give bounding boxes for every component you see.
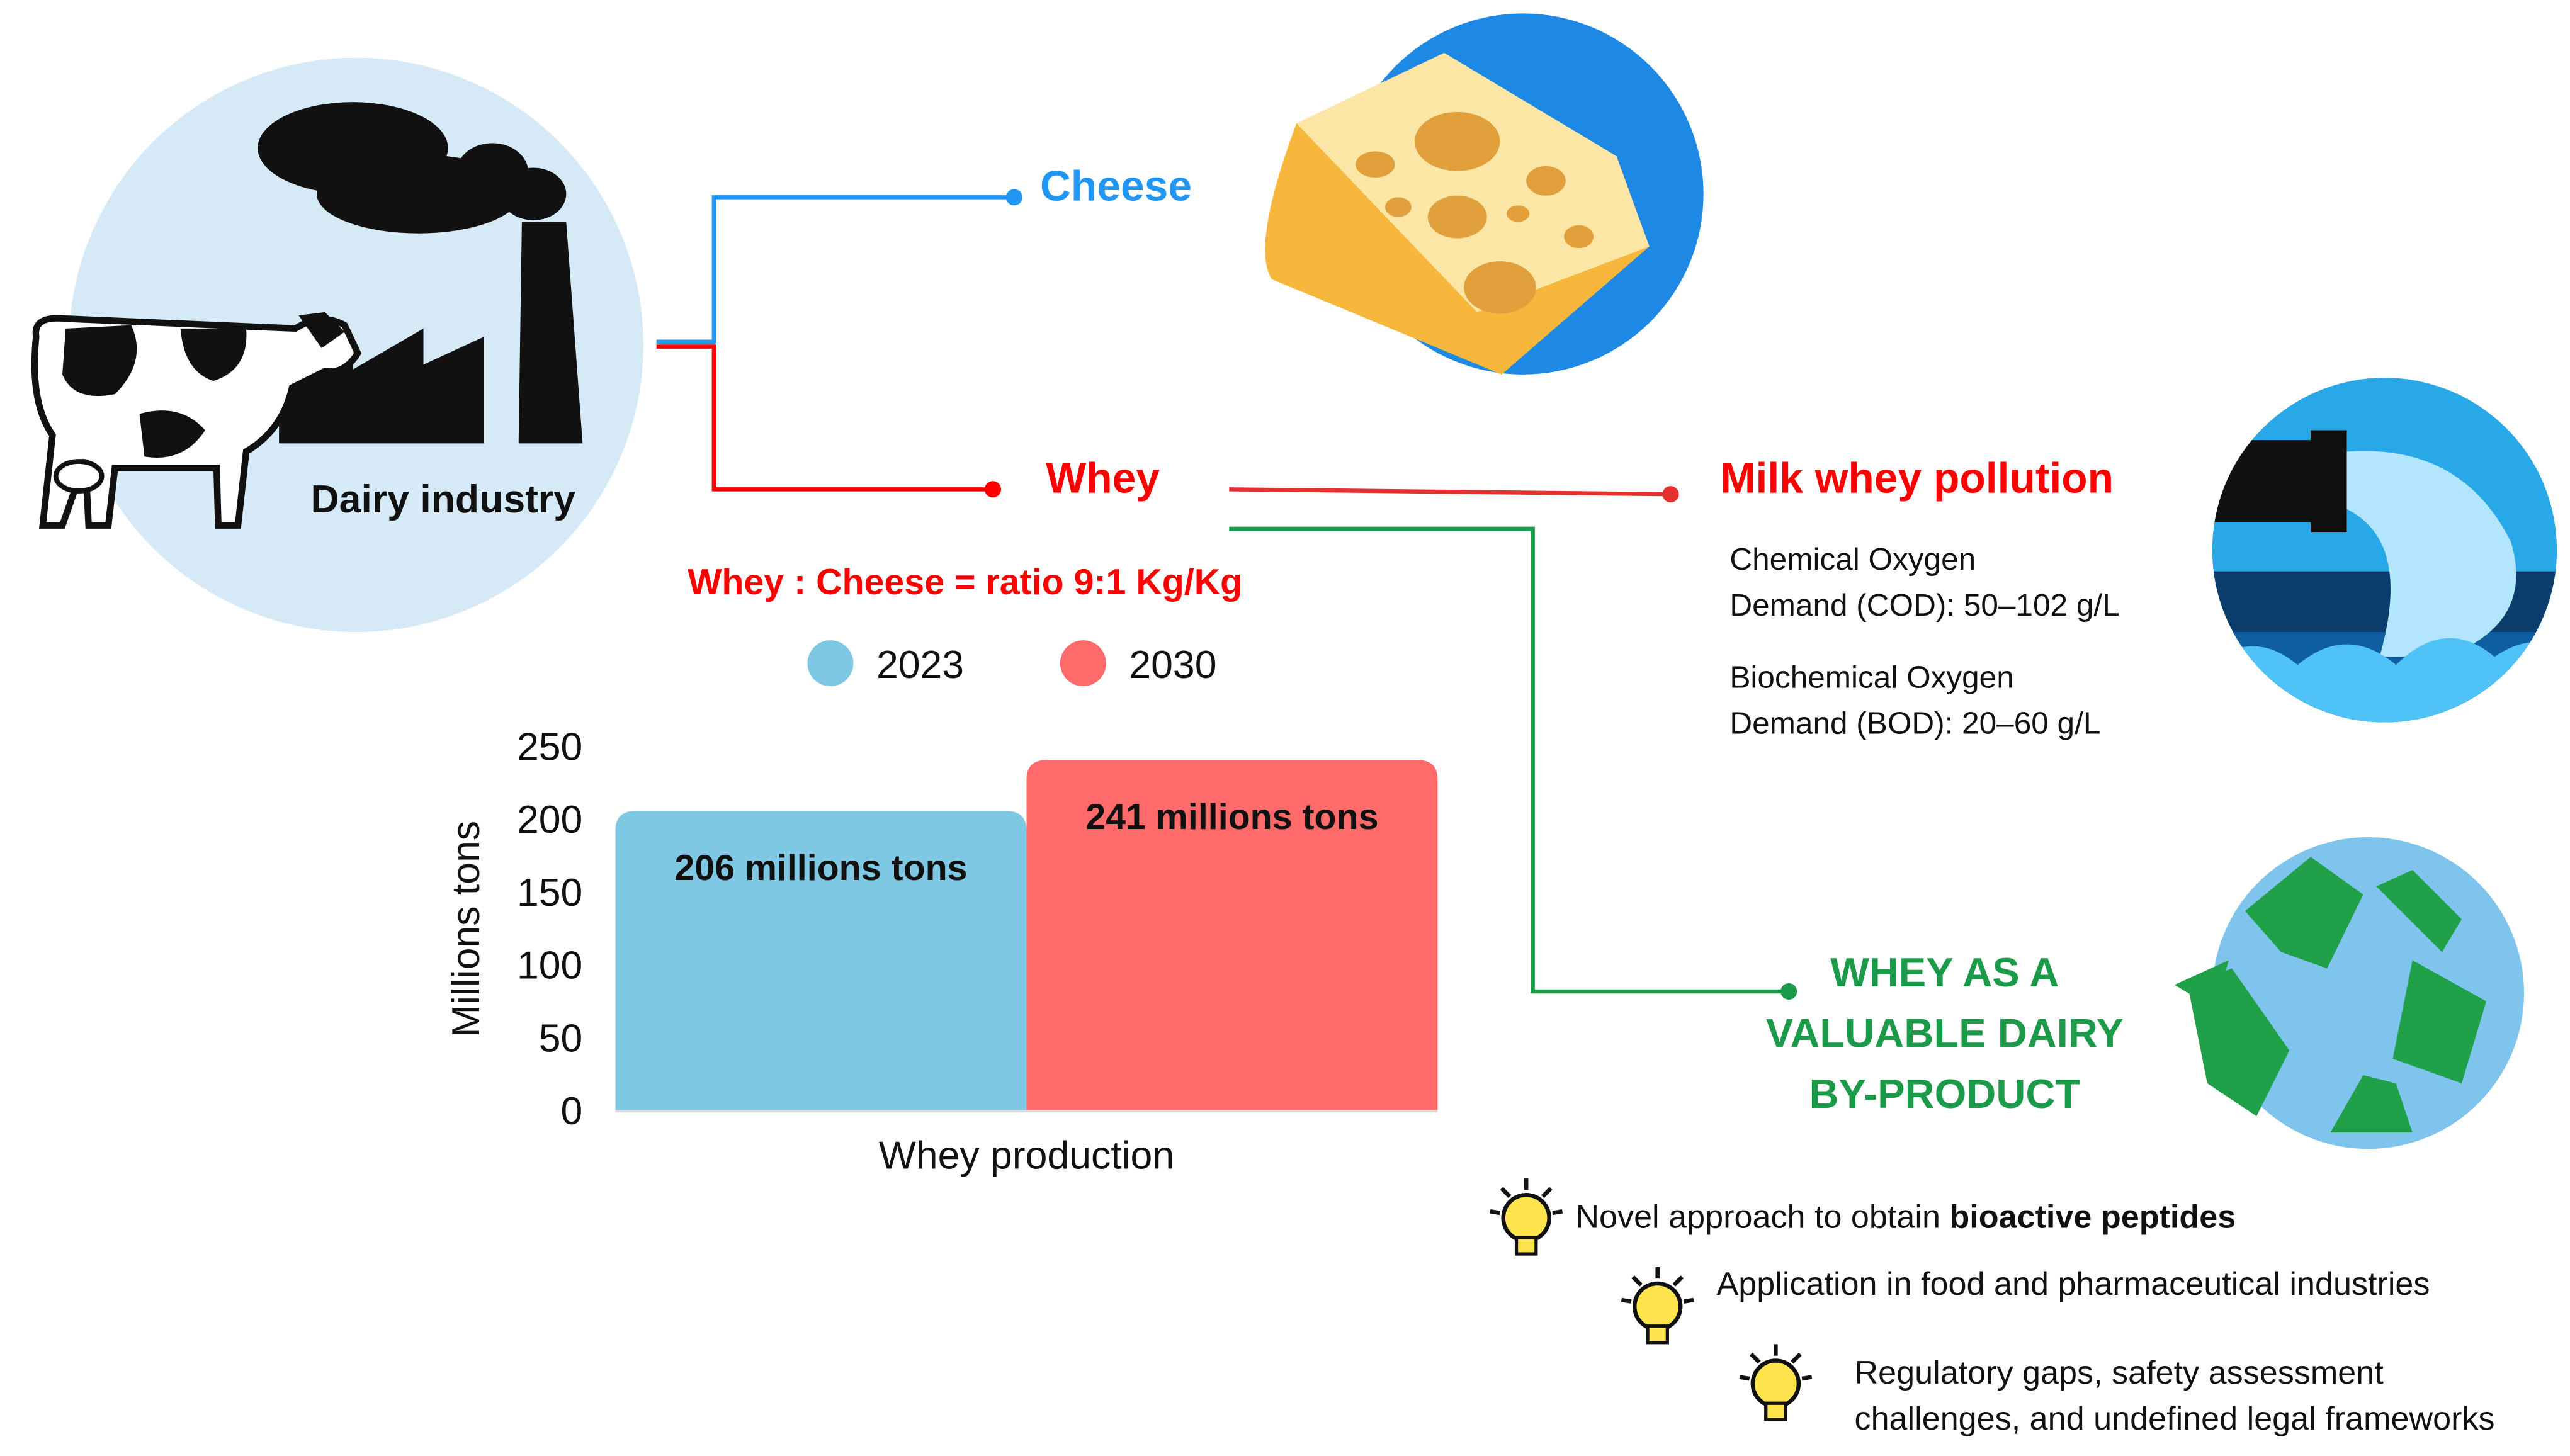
ratio-label: Whey : Cheese = ratio 9:1 Kg/Kg	[688, 562, 1242, 602]
whey-connector	[656, 344, 993, 492]
bullet-3-line-1: Regulatory gaps, safety assessment	[1855, 1355, 2384, 1391]
pollution-endpoint	[1662, 486, 1679, 503]
cheese-icon	[1265, 52, 1650, 375]
bar-2030	[1026, 760, 1438, 1112]
whey-label: Whey	[1046, 455, 1160, 502]
valuable-connector	[1229, 526, 1789, 994]
y-tick-label: 0	[561, 1089, 583, 1133]
y-tick-label: 250	[517, 725, 582, 769]
bullet-3-line-2: challenges, and undefined legal framewor…	[1855, 1401, 2495, 1437]
cow-icon	[31, 312, 362, 529]
bod-line-1: Biochemical Oxygen	[1729, 660, 2013, 695]
bar-2023	[615, 811, 1027, 1112]
valuable-line-3: BY-PRODUCT	[1809, 1071, 2080, 1117]
cheese-endpoint	[1005, 189, 1022, 206]
bar-label-2030: 241 millions tons	[1085, 797, 1378, 837]
milk-whey-pollution-label: Milk whey pollution	[1720, 455, 2114, 502]
bullet-2-text: Application in food and pharmaceutical i…	[1717, 1266, 2430, 1302]
legend-swatch-2030	[1060, 640, 1106, 687]
dairy-industry-node: Dairy industry	[31, 57, 643, 633]
lightbulb-icon-3	[1739, 1344, 1813, 1421]
bar-label-2023: 206 millions tons	[674, 848, 967, 888]
pollution-illustration	[2212, 378, 2557, 723]
cheese-connector	[656, 195, 1014, 344]
valuable-endpoint	[1780, 983, 1797, 1000]
legend-label-2030: 2030	[1129, 643, 1216, 687]
y-tick-label: 50	[539, 1016, 583, 1060]
bod-line-2: Demand (BOD): 20–60 g/L	[1729, 706, 2100, 741]
cheese-illustration	[1265, 13, 1704, 375]
lightbulb-icon-1	[1490, 1178, 1563, 1256]
smoke-cloud-icon	[258, 102, 567, 234]
y-tick-label: 200	[517, 798, 582, 842]
y-tick-label: 100	[517, 944, 582, 988]
y-axis-label: Millions tons	[444, 821, 488, 1037]
cod-line-2: Demand (COD): 50–102 g/L	[1729, 588, 2119, 623]
legend-label-2023: 2023	[876, 643, 964, 687]
pollution-connector	[1229, 487, 1671, 497]
legend-swatch-2023	[807, 640, 854, 687]
whey-endpoint	[984, 481, 1002, 498]
recycle-illustration	[2174, 837, 2525, 1149]
x-axis-label: Whey production	[879, 1133, 1174, 1177]
bullet-1-text: Novel approach to obtain bioactive pepti…	[1575, 1199, 2236, 1235]
pipe-icon	[2212, 440, 2314, 522]
cheese-label: Cheese	[1040, 163, 1192, 210]
lightbulb-icon-2	[1621, 1267, 1694, 1345]
y-tick-label: 150	[517, 871, 582, 915]
dairy-industry-label: Dairy industry	[311, 477, 576, 521]
recycle-icon	[2174, 857, 2487, 1133]
cod-line-1: Chemical Oxygen	[1729, 542, 1976, 577]
valuable-line-2: VALUABLE DAIRY	[1766, 1010, 2124, 1056]
valuable-line-1: WHEY AS A	[1830, 949, 2059, 995]
connectors	[656, 189, 1797, 1000]
